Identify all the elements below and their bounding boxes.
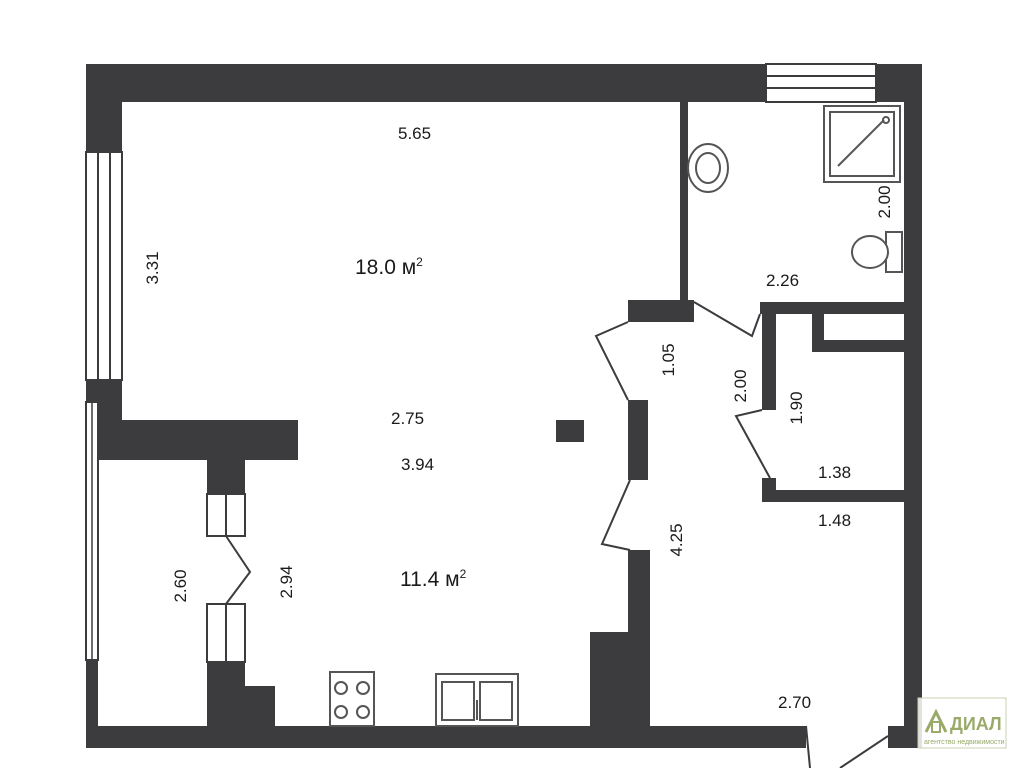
dim-label: 2.75 xyxy=(391,409,424,428)
walls xyxy=(86,64,922,748)
logo-tagline: агентство недвижимости xyxy=(924,739,1005,746)
dim-label: 3.31 xyxy=(143,251,162,284)
doors xyxy=(225,301,889,768)
windows xyxy=(85,63,877,663)
dim-label: 2.00 xyxy=(731,369,750,402)
dim-label: 2.26 xyxy=(766,271,799,290)
dim-label: 1.38 xyxy=(818,463,851,482)
dim-label: 1.05 xyxy=(659,343,678,376)
room-area-living: 18.0 м2 xyxy=(355,255,423,279)
dim-label: 2.94 xyxy=(277,565,296,598)
dim-label: 1.48 xyxy=(818,511,851,530)
room-area-kitchen: 11.4 м2 xyxy=(400,567,467,591)
toilet-icon xyxy=(851,231,903,273)
dim-label: 2.60 xyxy=(171,569,190,602)
agency-logo: ДИАЛ агентство недвижимости xyxy=(917,697,1007,749)
sink-icon xyxy=(687,143,729,193)
house-icon xyxy=(924,708,948,733)
dim-label: 4.25 xyxy=(667,523,686,556)
dim-label: 3.94 xyxy=(401,455,434,474)
dim-label: 1.90 xyxy=(787,391,806,424)
kitchen-sink-icon xyxy=(435,673,519,727)
shower-icon xyxy=(823,105,901,183)
dim-label: 2.70 xyxy=(778,693,811,712)
stove-icon xyxy=(329,671,375,727)
dim-label: 2.00 xyxy=(875,185,894,218)
logo-name: ДИАЛ xyxy=(950,714,1002,734)
dim-label: 5.65 xyxy=(398,124,431,143)
